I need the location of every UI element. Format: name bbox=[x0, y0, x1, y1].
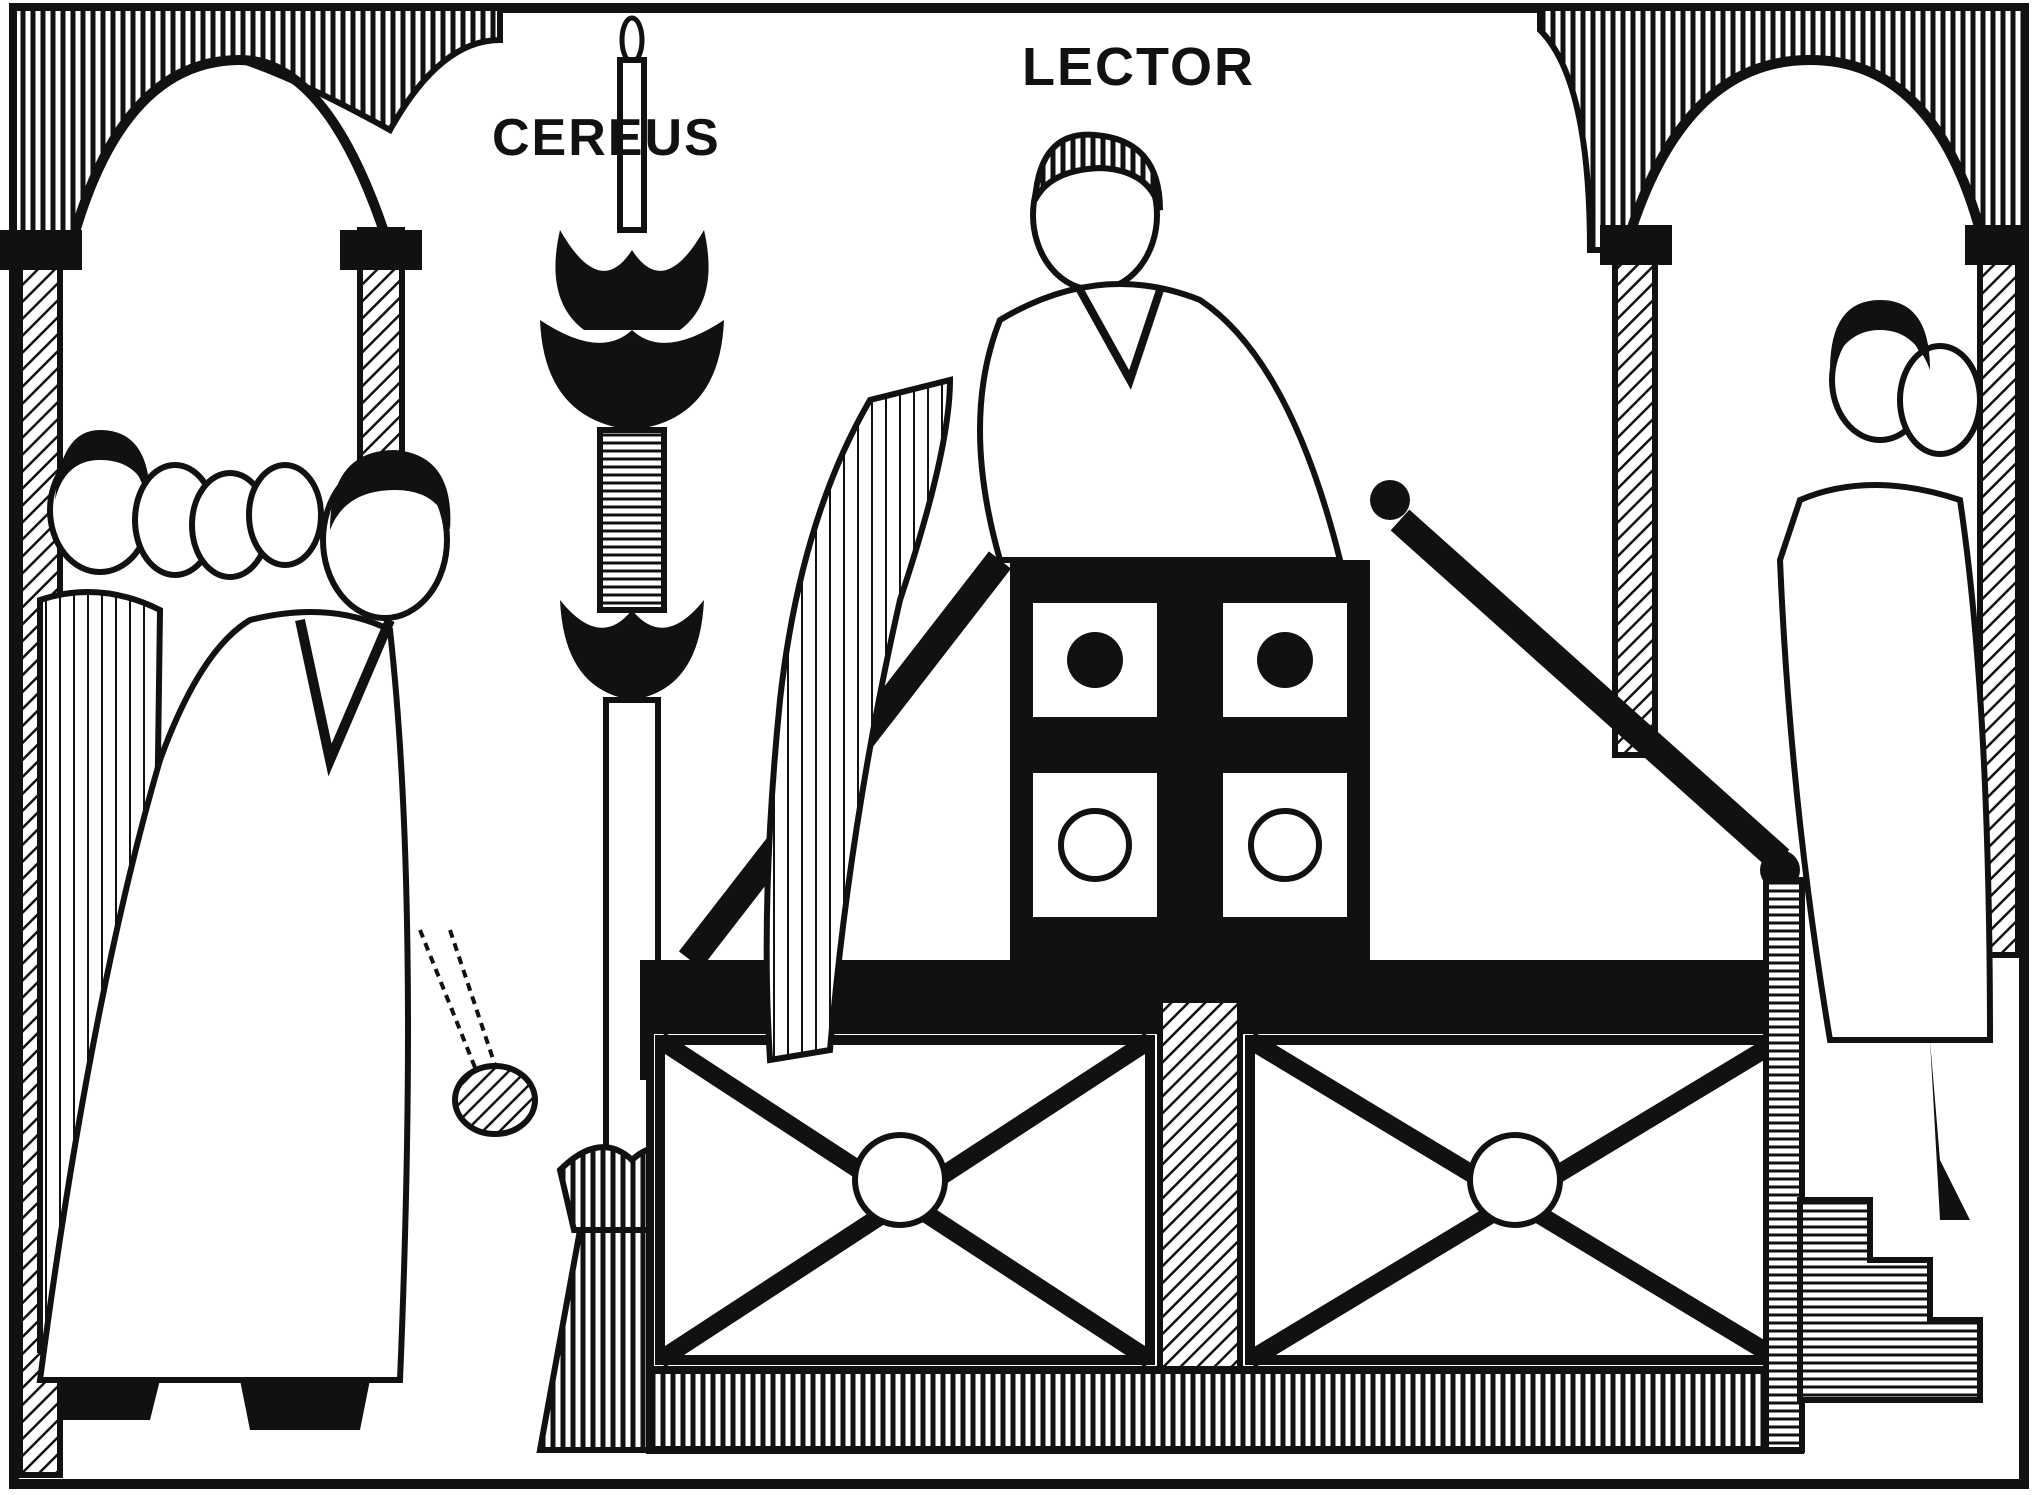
left-capital bbox=[340, 230, 422, 270]
cereus-caption: CEREUS bbox=[492, 109, 721, 167]
censer bbox=[452, 1063, 538, 1137]
acolyte-group-right bbox=[1776, 300, 1994, 1220]
ambo-base bbox=[646, 1366, 1804, 1454]
right-column bbox=[1612, 252, 1658, 758]
scroll bbox=[763, 376, 954, 1064]
candle-flame bbox=[619, 15, 645, 65]
lector-caption: LECTOR bbox=[1022, 37, 1256, 97]
lector-figure bbox=[763, 131, 1344, 1064]
thurifer-figure bbox=[36, 450, 538, 1430]
central-pillar bbox=[1157, 997, 1243, 1373]
